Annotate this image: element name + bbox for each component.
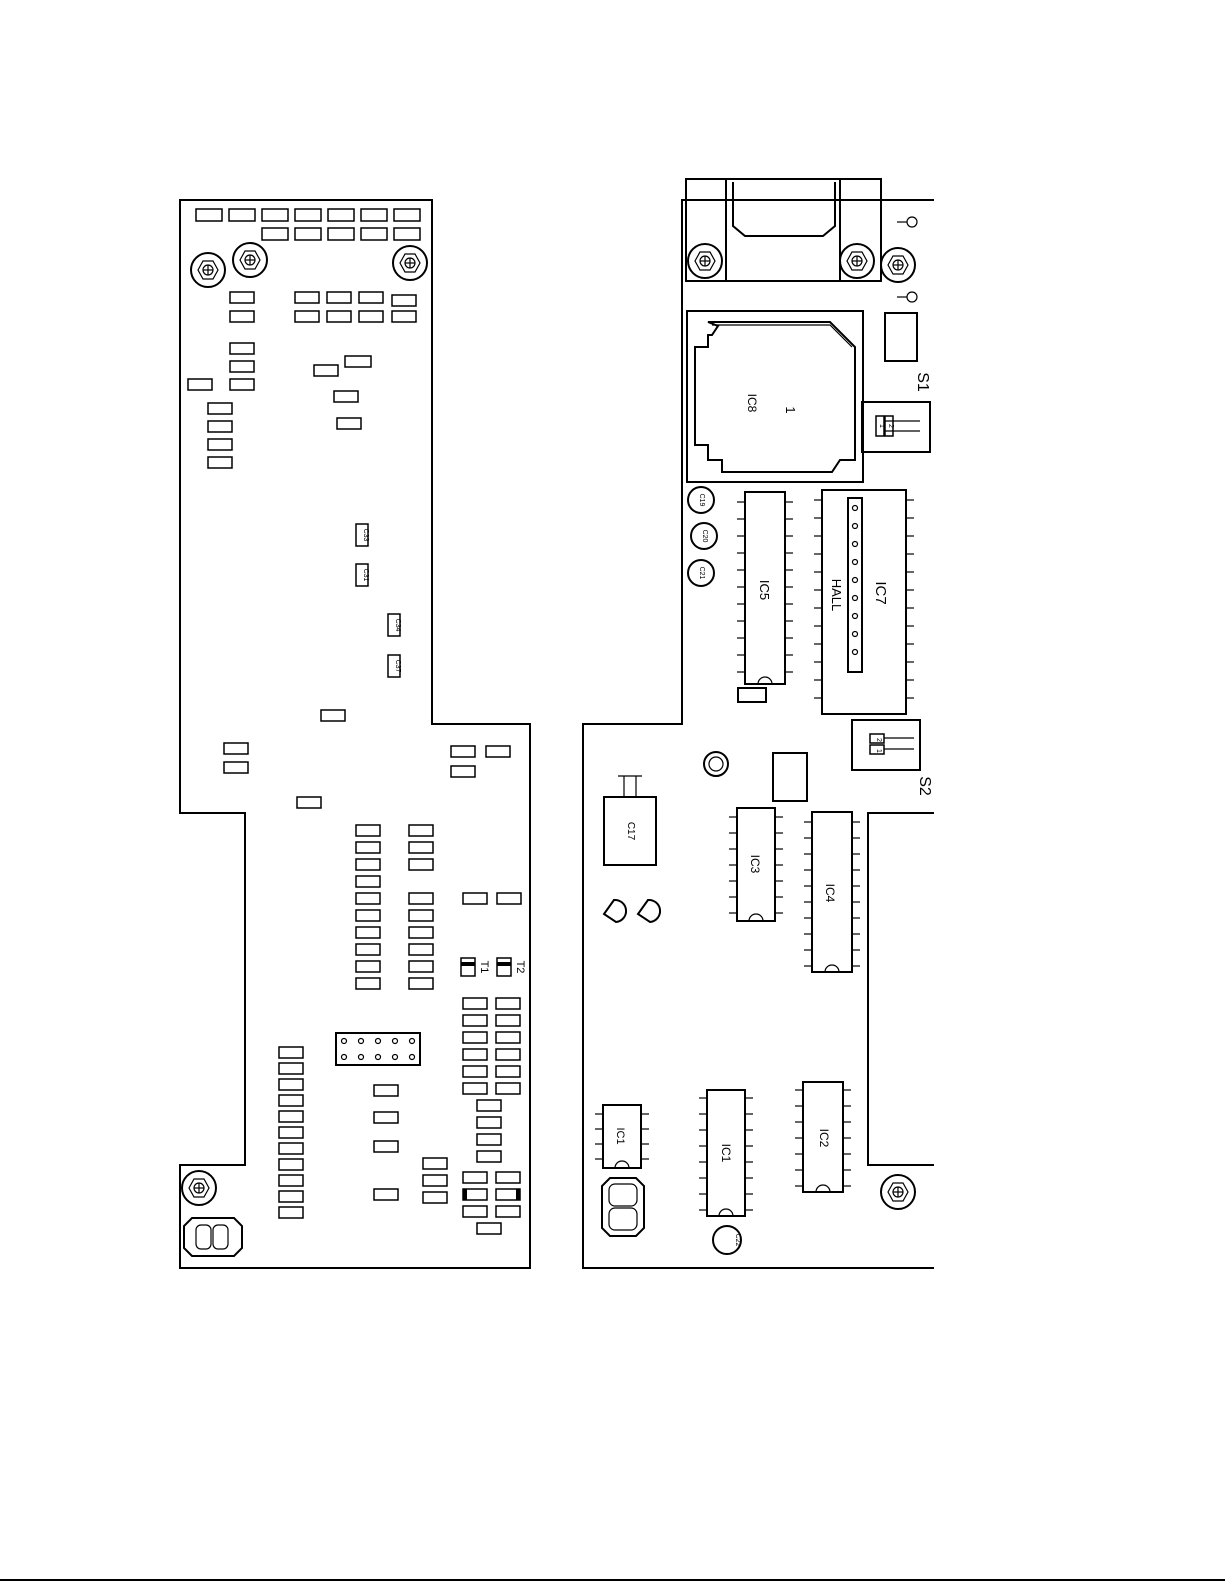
capacitor-c34: C34 bbox=[388, 614, 401, 636]
mounting-screw bbox=[191, 253, 225, 287]
label-ic8: IC8 bbox=[745, 394, 759, 413]
label-s2-pin2: 2 bbox=[875, 738, 882, 742]
label-c19: C19 bbox=[698, 494, 705, 507]
ic5-dip: IC5 bbox=[737, 492, 793, 684]
component-block bbox=[738, 688, 766, 702]
label-s2: S2 bbox=[916, 776, 933, 796]
ic2-dip: IC2 bbox=[795, 1082, 851, 1192]
pin-header-2x5 bbox=[336, 1033, 420, 1065]
ic4-dip: IC4 bbox=[804, 812, 860, 972]
ic1-dip: IC1 bbox=[699, 1090, 753, 1216]
mounting-screw bbox=[182, 1171, 216, 1205]
label-t2: T2 bbox=[514, 961, 526, 974]
left-lower-pad-grid bbox=[463, 998, 520, 1234]
label-ic7: IC7 bbox=[872, 581, 889, 604]
ic1-small-dip: IC1 bbox=[595, 1105, 649, 1168]
label-s1-pin1: 1 bbox=[878, 424, 885, 428]
label-ic2: IC2 bbox=[817, 1129, 831, 1148]
label-c17: C17 bbox=[625, 822, 636, 841]
left-top-pads bbox=[196, 209, 420, 240]
mounting-screw bbox=[393, 246, 427, 280]
label-c31: C31 bbox=[362, 569, 369, 582]
db-connector bbox=[686, 179, 881, 281]
ic8-plcc-socket: IC8 1 bbox=[687, 311, 863, 482]
to92-transistor bbox=[604, 900, 660, 922]
label-c22: C22 bbox=[734, 1234, 741, 1247]
mounting-screw bbox=[881, 248, 915, 282]
capacitor-c19: C19 bbox=[688, 487, 714, 513]
power-connector bbox=[184, 1218, 242, 1256]
component-block bbox=[885, 313, 917, 361]
mounting-screw bbox=[688, 244, 722, 278]
dip-switch-s2: 2 1 S2 bbox=[852, 720, 933, 796]
left-upper-smd-pads bbox=[188, 292, 416, 468]
mounting-screw bbox=[840, 244, 874, 278]
label-hall: HALL bbox=[829, 579, 844, 612]
capacitor-c22: C22 bbox=[713, 1226, 741, 1254]
label-t1: T1 bbox=[478, 961, 490, 974]
label-ic5: IC5 bbox=[757, 580, 772, 600]
component-block bbox=[773, 753, 807, 801]
mounting-screw bbox=[233, 243, 267, 277]
label-c37: C37 bbox=[394, 660, 401, 673]
transistor-t1: T1 bbox=[461, 958, 490, 976]
ic7-dip: HALL IC7 bbox=[814, 490, 914, 714]
left-bottom-pad-column bbox=[279, 1047, 447, 1218]
label-c34: C34 bbox=[394, 619, 401, 632]
capacitor-c33: C33 bbox=[356, 524, 369, 546]
label-ic1: IC1 bbox=[719, 1144, 733, 1163]
label-ic4: IC4 bbox=[823, 884, 837, 903]
label-c20: C20 bbox=[701, 530, 708, 543]
capacitor-c17: C17 bbox=[604, 776, 656, 865]
capacitor-c21: C21 bbox=[688, 560, 714, 586]
capacitor-c20: C20 bbox=[691, 523, 717, 549]
mounting-screw bbox=[881, 1175, 915, 1209]
label-c21: C21 bbox=[698, 567, 705, 580]
test-point bbox=[704, 752, 728, 776]
label-c33: C33 bbox=[362, 529, 369, 542]
power-connector bbox=[602, 1178, 644, 1236]
capacitor-c31: C31 bbox=[356, 564, 369, 586]
label-s2-pin1: 1 bbox=[875, 749, 882, 753]
dip-switch-s1: 1 2 S1 bbox=[862, 372, 931, 452]
capacitor-c37: C37 bbox=[388, 655, 401, 677]
label-ic3: IC3 bbox=[748, 855, 762, 874]
label-s1: S1 bbox=[914, 372, 931, 392]
label-ic1-small: IC1 bbox=[614, 1127, 626, 1144]
ic3-dip: IC3 bbox=[729, 808, 783, 921]
label-ic8-pin1: 1 bbox=[783, 406, 798, 413]
transistor-t2: T2 bbox=[497, 958, 526, 976]
label-s1-pin2: 2 bbox=[887, 424, 894, 428]
